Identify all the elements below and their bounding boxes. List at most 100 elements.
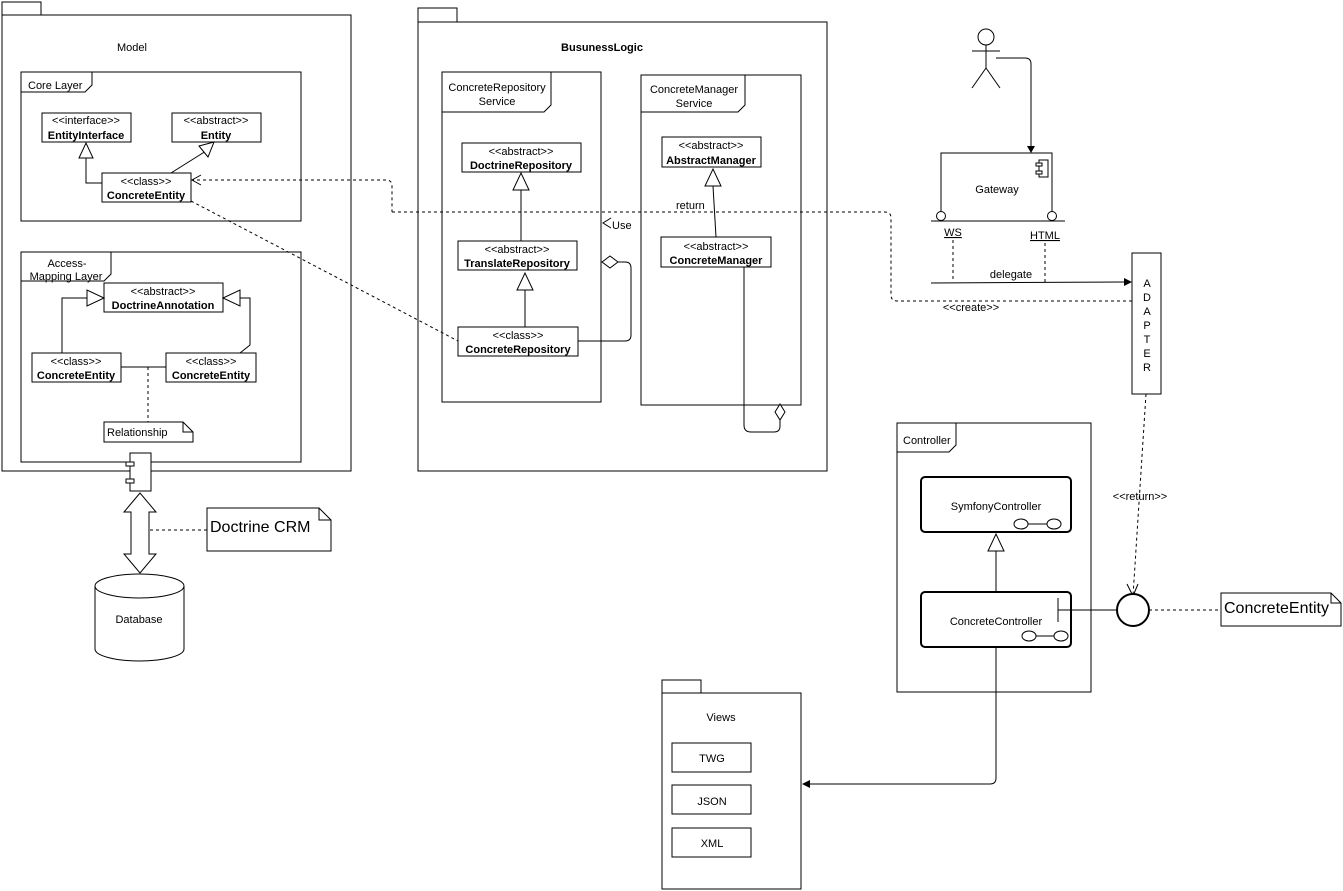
view-item-twg[interactable]: TWG bbox=[671, 742, 752, 773]
svg-text:ConcreteEntity: ConcreteEntity bbox=[37, 370, 116, 382]
svg-text:<<class>>: <<class>> bbox=[51, 356, 102, 368]
generalization-arrowhead bbox=[987, 532, 1005, 552]
actor-icon[interactable] bbox=[971, 28, 1001, 89]
svg-text:ConcreteManager: ConcreteManager bbox=[670, 255, 764, 267]
svg-text:DoctrineRepository: DoctrineRepository bbox=[470, 160, 573, 172]
delegate-edge bbox=[930, 281, 1125, 284]
entity-class[interactable]: <<abstract>> Entity bbox=[171, 112, 262, 143]
aggregation-edge bbox=[578, 261, 632, 342]
generalization-arrowhead bbox=[78, 141, 94, 159]
translate-repository-class[interactable]: <<abstract>> TranslateRepository bbox=[457, 240, 578, 271]
controller-to-views-edge bbox=[810, 647, 997, 785]
generalization-edge bbox=[61, 297, 87, 353]
symfony-controller-box[interactable]: SymfonyController bbox=[920, 476, 1072, 533]
interface-lollipop-icon[interactable] bbox=[1116, 593, 1150, 627]
arrowhead bbox=[1124, 278, 1132, 286]
html-label: HTML bbox=[1030, 230, 1060, 242]
svg-text:<<class>>: <<class>> bbox=[493, 330, 544, 342]
relationship-note[interactable]: Relationship bbox=[103, 421, 194, 443]
svg-text:<<abstract>>: <<abstract>> bbox=[184, 115, 249, 127]
use-arrowhead bbox=[602, 217, 612, 229]
svg-text:ConcreteRepository: ConcreteRepository bbox=[448, 82, 546, 94]
generalization-edge bbox=[712, 185, 717, 238]
concrete-entity-note[interactable]: ConcreteEntity bbox=[1220, 592, 1342, 627]
svg-text:A: A bbox=[1143, 306, 1151, 318]
svg-text:P: P bbox=[1143, 320, 1150, 332]
svg-text:BusunessLogic: BusunessLogic bbox=[561, 42, 643, 54]
view-item-json[interactable]: JSON bbox=[671, 784, 752, 815]
svg-text:ConcreteRepository: ConcreteRepository bbox=[465, 344, 571, 356]
use-label: Use bbox=[612, 220, 632, 232]
svg-text:Gateway: Gateway bbox=[975, 184, 1019, 196]
core-concrete-entity-class[interactable]: <<class>> ConcreteEntity bbox=[101, 172, 192, 203]
generalization-arrowhead bbox=[516, 271, 534, 291]
svg-text:XML: XML bbox=[701, 838, 724, 850]
svg-text:E: E bbox=[1143, 348, 1150, 360]
html-port-icon[interactable] bbox=[1047, 211, 1057, 221]
return-dependency-line bbox=[1132, 393, 1147, 597]
entity-repository-link bbox=[190, 200, 459, 342]
aggregation-edge bbox=[743, 267, 781, 433]
adapter-component[interactable]: A D A P T E R bbox=[1131, 252, 1162, 395]
database-cylinder[interactable]: Database bbox=[94, 573, 185, 662]
controller-frame[interactable]: Controller bbox=[896, 422, 1092, 693]
svg-text:ConcreteManager: ConcreteManager bbox=[650, 84, 738, 96]
svg-text:<<abstract>>: <<abstract>> bbox=[485, 244, 550, 256]
model-component-port bbox=[125, 452, 152, 492]
concrete-repository-class[interactable]: <<class>> ConcreteRepository bbox=[457, 326, 579, 357]
gateway-component[interactable]: Gateway bbox=[940, 152, 1053, 222]
entity-interface-class[interactable]: <<interface>> EntityInterface bbox=[41, 112, 132, 143]
generalization-arrowhead bbox=[221, 289, 241, 307]
arrowhead bbox=[802, 780, 810, 788]
bidirectional-arrow bbox=[122, 492, 158, 574]
svg-text:AbstractManager: AbstractManager bbox=[666, 155, 757, 167]
mapping-concrete-entity-left[interactable]: <<class>> ConcreteEntity bbox=[31, 352, 122, 383]
mapping-concrete-entity-right[interactable]: <<class>> ConcreteEntity bbox=[165, 352, 257, 383]
ws-port-icon[interactable] bbox=[936, 211, 946, 221]
svg-text:<<interface>>: <<interface>> bbox=[52, 115, 120, 127]
svg-text:ConcreteEntity: ConcreteEntity bbox=[1224, 600, 1329, 617]
svg-text:DoctrineAnnotation: DoctrineAnnotation bbox=[112, 300, 215, 312]
doctrine-annotation-class[interactable]: <<abstract>> DoctrineAnnotation bbox=[103, 282, 224, 313]
svg-text:Service: Service bbox=[676, 98, 713, 110]
dependency-arrowhead bbox=[190, 174, 202, 186]
doctrine-crm-note[interactable]: Doctrine CRM bbox=[206, 507, 332, 552]
svg-text:ConcreteController: ConcreteController bbox=[950, 616, 1043, 628]
aggregation-diamond bbox=[601, 255, 619, 269]
svg-text:D: D bbox=[1143, 292, 1151, 304]
generalization-arrowhead bbox=[704, 167, 722, 187]
actor-to-gateway-edge bbox=[996, 57, 1032, 146]
abstract-manager-class[interactable]: <<abstract>> AbstractManager bbox=[661, 136, 762, 168]
generalization-edge bbox=[170, 150, 207, 174]
svg-text:Doctrine CRM: Doctrine CRM bbox=[210, 519, 310, 536]
svg-text:Database: Database bbox=[115, 614, 162, 626]
svg-text:JSON: JSON bbox=[697, 796, 726, 808]
entity-dependency-line bbox=[191, 179, 393, 212]
generalization-arrowhead bbox=[198, 141, 215, 158]
view-item-xml[interactable]: XML bbox=[671, 827, 752, 858]
svg-text:EntityInterface: EntityInterface bbox=[48, 130, 124, 142]
svg-text:Controller: Controller bbox=[903, 435, 951, 447]
svg-text:TranslateRepository: TranslateRepository bbox=[464, 258, 571, 270]
svg-text:<<class>>: <<class>> bbox=[186, 356, 237, 368]
generalization-edge bbox=[239, 297, 251, 354]
core-layer-label: Core Layer bbox=[28, 80, 83, 92]
generalization-arrowhead bbox=[86, 289, 106, 307]
doctrine-repository-class[interactable]: <<abstract>> DoctrineRepository bbox=[461, 142, 582, 173]
svg-text:ConcreteEntity: ConcreteEntity bbox=[172, 370, 251, 382]
svg-text:<<abstract>>: <<abstract>> bbox=[489, 146, 554, 158]
generalization-arrowhead bbox=[512, 171, 530, 191]
svg-text:Service: Service bbox=[479, 96, 516, 108]
concrete-controller-box[interactable]: ConcreteController bbox=[920, 591, 1072, 648]
arrowhead bbox=[1027, 146, 1035, 153]
svg-text:<<class>>: <<class>> bbox=[121, 176, 172, 188]
return-label: return bbox=[676, 200, 705, 212]
svg-text:ConcreteEntity: ConcreteEntity bbox=[107, 190, 186, 202]
model-title: Model bbox=[117, 42, 147, 54]
use-dependency-line bbox=[392, 211, 892, 232]
create-dependency-line bbox=[890, 232, 1132, 302]
aggregation-diamond bbox=[774, 403, 786, 421]
concrete-manager-class[interactable]: <<abstract>> ConcreteManager bbox=[660, 236, 772, 268]
realization-edge bbox=[85, 158, 102, 184]
